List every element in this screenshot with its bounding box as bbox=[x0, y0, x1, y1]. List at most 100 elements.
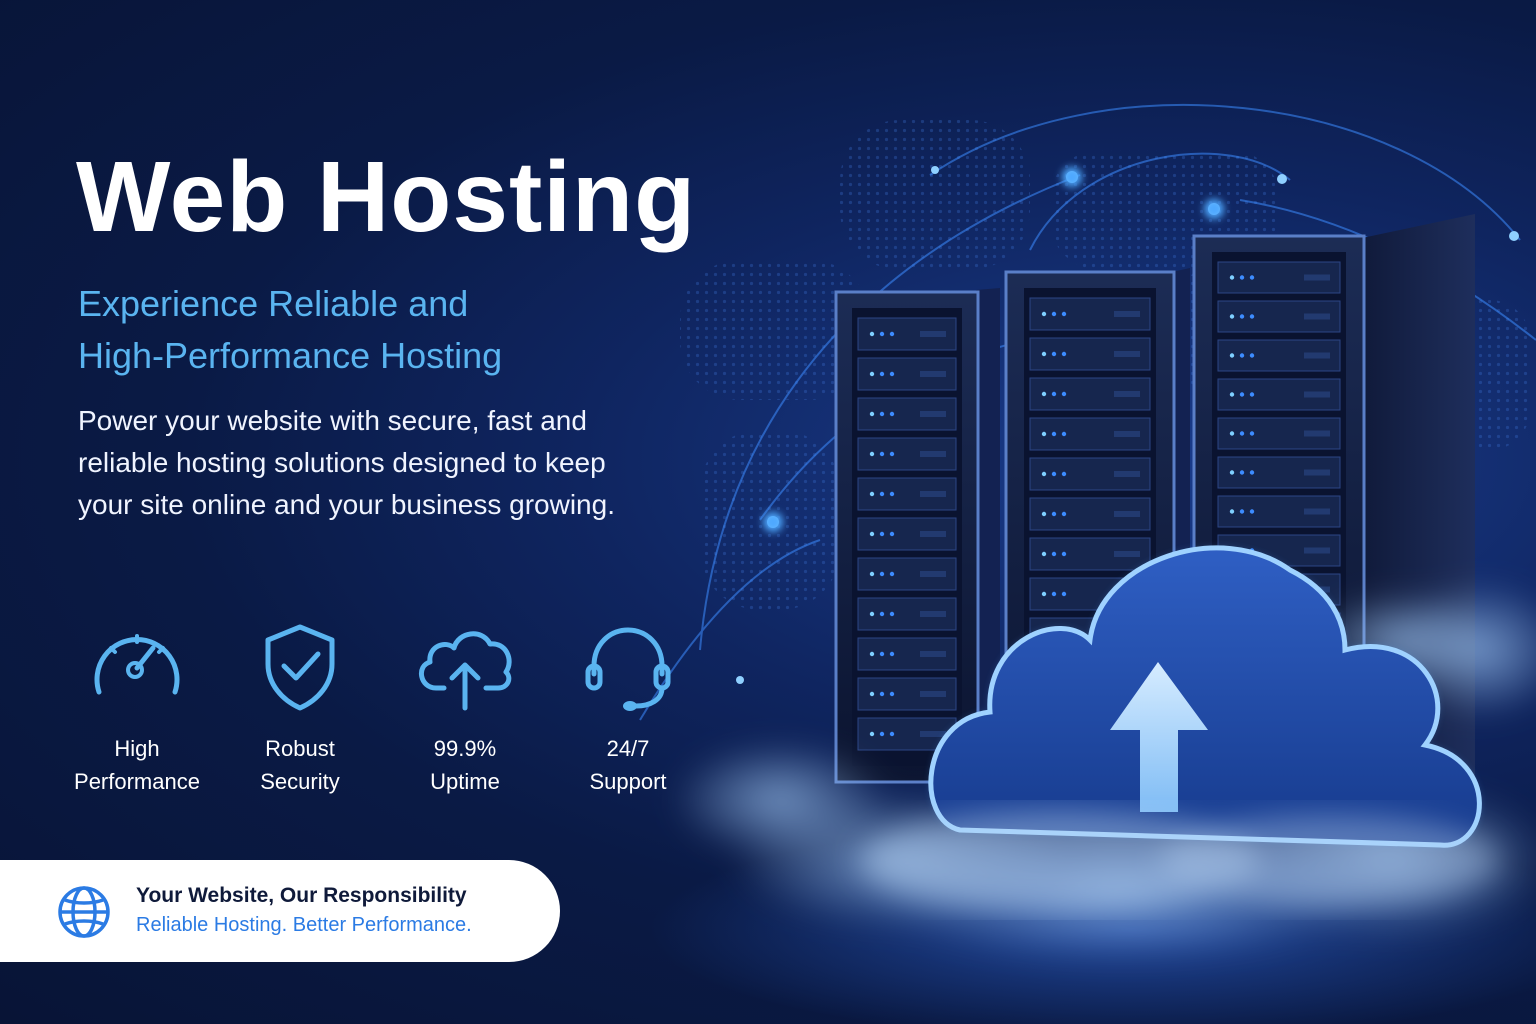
server-led bbox=[869, 691, 875, 697]
server-led bbox=[1051, 311, 1057, 317]
page-subtitle: Experience Reliable and High-Performance… bbox=[78, 278, 678, 382]
server-led bbox=[879, 371, 885, 377]
server-led bbox=[889, 531, 895, 537]
server-led bbox=[1229, 509, 1235, 514]
server-slot bbox=[920, 571, 946, 577]
server-slot bbox=[920, 451, 946, 457]
server-led bbox=[869, 651, 875, 657]
server-led bbox=[1051, 511, 1057, 517]
server-led bbox=[889, 651, 895, 657]
server-led bbox=[869, 411, 875, 417]
feature-line-1: High bbox=[114, 736, 160, 761]
server-slot bbox=[1114, 391, 1140, 397]
server-led bbox=[879, 411, 885, 417]
server-led bbox=[879, 491, 885, 497]
server-led bbox=[1239, 353, 1245, 358]
feature-support: 24/7 Support bbox=[543, 622, 713, 798]
server-led bbox=[1229, 431, 1235, 436]
server-led bbox=[1239, 314, 1245, 319]
server-led bbox=[889, 731, 895, 737]
server-led bbox=[869, 371, 875, 377]
shield-check-icon bbox=[265, 624, 335, 711]
server-slot bbox=[920, 691, 946, 697]
server-slot bbox=[920, 611, 946, 617]
server-led bbox=[1061, 391, 1067, 397]
feature-line-2: Support bbox=[589, 769, 667, 794]
server-led bbox=[1041, 431, 1047, 437]
server-slot bbox=[920, 371, 946, 377]
server-led bbox=[1061, 311, 1067, 317]
server-led bbox=[869, 451, 875, 457]
hero-description: Power your website with secure, fast and… bbox=[78, 405, 615, 520]
server-slot bbox=[1114, 551, 1140, 557]
server-slot bbox=[1114, 351, 1140, 357]
server-led bbox=[1061, 431, 1067, 437]
server-led bbox=[1041, 471, 1047, 477]
server-led bbox=[1229, 470, 1235, 475]
server-led bbox=[1249, 353, 1255, 358]
server-led bbox=[1249, 509, 1255, 514]
server-slot bbox=[1304, 352, 1330, 359]
server-led bbox=[1249, 470, 1255, 475]
server-led bbox=[869, 731, 875, 737]
server-led bbox=[879, 451, 885, 457]
server-slot bbox=[1304, 391, 1330, 398]
cloud-upload-icon bbox=[419, 631, 512, 711]
server-led bbox=[1051, 551, 1057, 557]
responsibility-banner: Your Website, Our Responsibility Reliabl… bbox=[0, 860, 560, 962]
server-slot bbox=[920, 531, 946, 537]
server-led bbox=[1061, 351, 1067, 357]
server-led bbox=[889, 491, 895, 497]
globe-icon bbox=[58, 886, 110, 938]
server-led bbox=[1239, 275, 1245, 280]
server-unit bbox=[1217, 378, 1341, 411]
server-led bbox=[1239, 392, 1245, 397]
server-led bbox=[889, 611, 895, 617]
server-led bbox=[1051, 471, 1057, 477]
feature-line-2: Performance bbox=[74, 769, 200, 794]
feature-line-2: Uptime bbox=[430, 769, 500, 794]
subtitle-line-1: Experience Reliable and bbox=[78, 283, 469, 324]
feature-line-1: 24/7 bbox=[606, 736, 650, 761]
server-unit bbox=[857, 637, 957, 671]
server-slot bbox=[1304, 274, 1330, 281]
feature-line-1: 99.9% bbox=[433, 736, 497, 761]
server-led bbox=[869, 611, 875, 617]
subtitle-line-2: High-Performance Hosting bbox=[78, 335, 503, 376]
server-led bbox=[869, 571, 875, 577]
feature-uptime: 99.9% Uptime bbox=[380, 622, 550, 798]
server-led bbox=[879, 611, 885, 617]
server-led bbox=[1051, 391, 1057, 397]
server-led bbox=[879, 531, 885, 537]
server-led bbox=[1051, 351, 1057, 357]
page-title: Web Hosting bbox=[76, 141, 697, 253]
server-led bbox=[1239, 431, 1245, 436]
server-led bbox=[1051, 591, 1057, 597]
feature-robust-security: Robust Security bbox=[215, 622, 385, 798]
server-led bbox=[1061, 511, 1067, 517]
server-led bbox=[869, 491, 875, 497]
server-led bbox=[1239, 470, 1245, 475]
server-led bbox=[1249, 275, 1255, 280]
server-led bbox=[879, 651, 885, 657]
server-led bbox=[869, 331, 875, 337]
server-led bbox=[889, 331, 895, 337]
server-slot bbox=[1114, 431, 1140, 437]
server-slot bbox=[1114, 311, 1140, 317]
server-led bbox=[1061, 591, 1067, 597]
server-led bbox=[1061, 551, 1067, 557]
server-unit bbox=[1029, 297, 1151, 331]
server-slot bbox=[1114, 471, 1140, 477]
server-slot bbox=[920, 331, 946, 337]
server-led bbox=[879, 691, 885, 697]
server-slot bbox=[1114, 511, 1140, 517]
server-led bbox=[1051, 431, 1057, 437]
feature-line-2: Security bbox=[260, 769, 340, 794]
server-led bbox=[879, 331, 885, 337]
server-slot bbox=[920, 411, 946, 417]
banner-tagline: Reliable Hosting. Better Performance. bbox=[136, 914, 472, 936]
server-slot bbox=[920, 651, 946, 657]
server-slot bbox=[1304, 469, 1330, 476]
feature-high-performance: High Performance bbox=[52, 622, 222, 798]
